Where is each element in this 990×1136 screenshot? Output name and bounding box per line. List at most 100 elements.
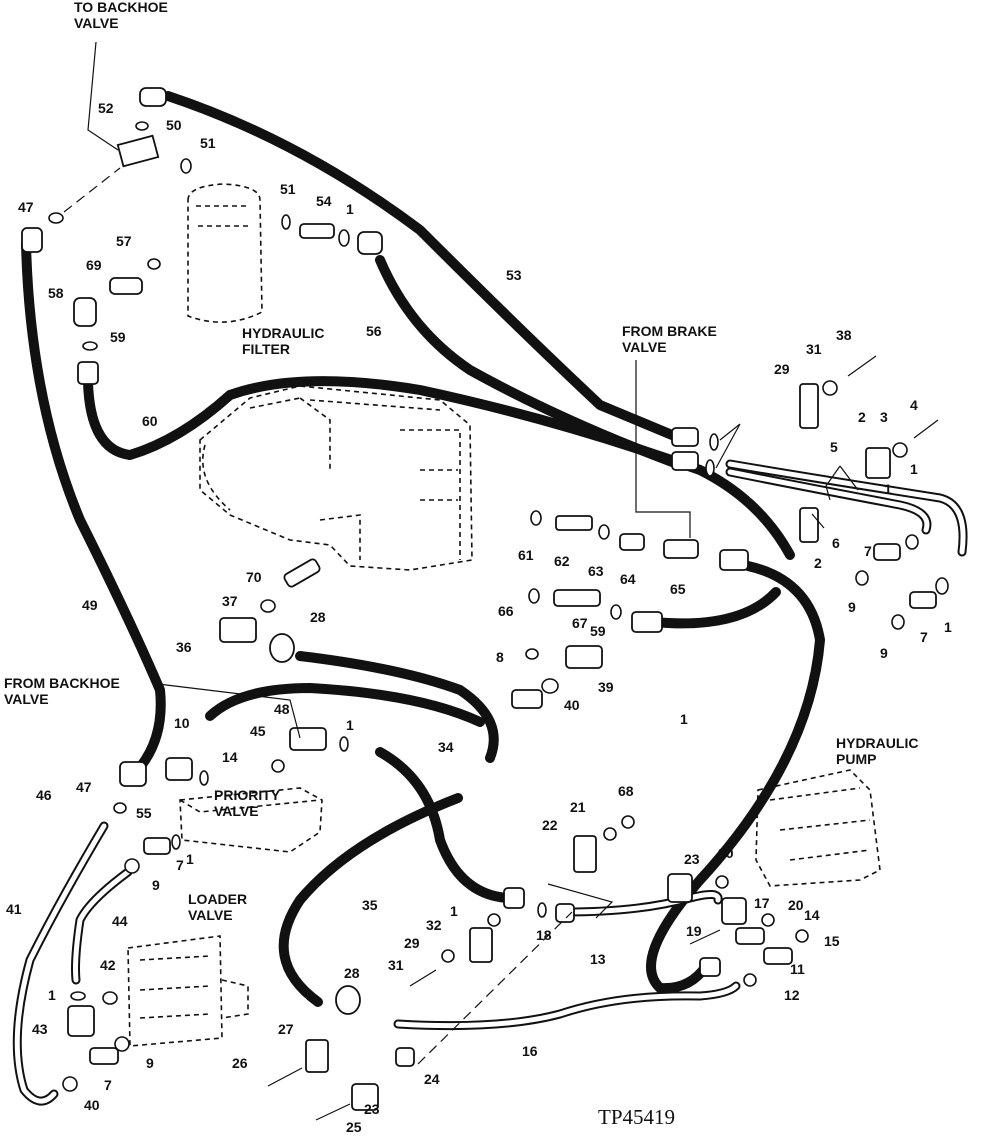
callout-number: 1 xyxy=(346,717,354,733)
callout-number: 8 xyxy=(496,649,504,665)
callout-number: 52 xyxy=(98,100,114,116)
callout-number: 7 xyxy=(104,1077,112,1093)
callout-number: 68 xyxy=(618,783,634,799)
callout-number: 9 xyxy=(152,877,160,893)
callout-number: 34 xyxy=(438,739,454,755)
figure-id: TP45419 xyxy=(598,1105,675,1129)
callout-number: 32 xyxy=(426,917,442,933)
callout-number: 47 xyxy=(18,199,34,215)
callout-number: 48 xyxy=(274,701,290,717)
callout-number: 39 xyxy=(598,679,614,695)
callout-number: 6 xyxy=(832,535,840,551)
callout-number: 46 xyxy=(36,787,52,803)
hydraulic-filter-outline xyxy=(187,183,263,323)
callout-number: 4 xyxy=(910,397,918,413)
callout-number: 1 xyxy=(910,461,918,477)
callout-number: 41 xyxy=(6,901,22,917)
callout-number: 1 xyxy=(450,903,458,919)
callout-number: 29 xyxy=(404,935,420,951)
callout-number: 30 xyxy=(0,0,16,3)
callout-number: 31 xyxy=(806,341,822,357)
callout-number: 7 xyxy=(176,857,184,873)
callout-number: 20 xyxy=(788,897,804,913)
callout-number: 66 xyxy=(498,603,514,619)
callout-number: 61 xyxy=(518,547,534,563)
leader-lines xyxy=(63,41,859,1065)
callout-number: 65 xyxy=(670,581,686,597)
callout-number: 14 xyxy=(804,907,820,923)
callout-number: 13 xyxy=(590,951,606,967)
callout-number: 18 xyxy=(536,927,552,943)
callout-number: 31 xyxy=(388,957,404,973)
callout-number: 38 xyxy=(836,327,852,343)
callout-number: 17 xyxy=(754,895,770,911)
callout-number: 40 xyxy=(564,697,580,713)
callout-number: 53 xyxy=(506,267,522,283)
callout-number: 2 xyxy=(858,409,866,425)
callout-number: 40 xyxy=(84,1097,100,1113)
callout-number: 22 xyxy=(542,817,558,833)
callout-number: 43 xyxy=(32,1021,48,1037)
callout-number: 1 xyxy=(48,987,56,1003)
callout-number: 67 xyxy=(572,615,588,631)
callout-number: 25 xyxy=(346,1119,362,1135)
callout-number: 9 xyxy=(880,645,888,661)
fittings xyxy=(21,87,937,1111)
callout-number: 1 xyxy=(346,201,354,217)
callout-number: 26 xyxy=(232,1055,248,1071)
callout-number: 19 xyxy=(686,923,702,939)
callout-number: 69 xyxy=(86,257,102,273)
engine-block-outline xyxy=(199,385,473,571)
callout-number: 62 xyxy=(554,553,570,569)
priority-valve-outline xyxy=(179,787,323,853)
callout-number: 28 xyxy=(310,609,326,625)
callout-number: 36 xyxy=(176,639,192,655)
callout-number: 9 xyxy=(848,599,856,615)
callout-number: 47 xyxy=(76,779,92,795)
callout-number: 56 xyxy=(366,323,382,339)
callout-number: 70 xyxy=(246,569,262,585)
hoses xyxy=(21,91,825,1007)
o-rings xyxy=(48,121,949,1092)
callout-number: 3 xyxy=(880,409,888,425)
callout-number: 58 xyxy=(48,285,64,301)
callout-number: 14 xyxy=(222,749,238,765)
callout-number: 15 xyxy=(824,933,840,949)
callout-number: 1 xyxy=(186,851,194,867)
callout-number: 12 xyxy=(784,987,800,1003)
hydraulic-pump-outline xyxy=(755,769,881,887)
callout-number: 11 xyxy=(790,961,805,977)
callout-number: 5 xyxy=(830,439,838,455)
callout-number: 57 xyxy=(116,233,132,249)
callout-number: 50 xyxy=(166,117,182,133)
callout-number: 1 xyxy=(944,619,952,635)
callout-number: 28 xyxy=(344,965,360,981)
callout-number: 44 xyxy=(112,913,128,929)
callout-number: 7 xyxy=(920,629,928,645)
loader-valve-outline xyxy=(127,935,249,1047)
callout-number: 55 xyxy=(136,805,152,821)
callout-number: 42 xyxy=(100,957,116,973)
callout-number: 23 xyxy=(364,1101,380,1117)
callout-number: 10 xyxy=(174,715,190,731)
callout-number: 9 xyxy=(146,1055,154,1071)
callout-number: 60 xyxy=(142,413,158,429)
callout-number: 45 xyxy=(250,723,266,739)
callout-number: 7 xyxy=(864,543,872,559)
callout-number: 59 xyxy=(590,623,606,639)
callout-number: 2 xyxy=(814,555,822,571)
callout-number: 21 xyxy=(570,799,586,815)
callout-number: 49 xyxy=(82,597,98,613)
callout-number: 1 xyxy=(884,481,892,497)
callout-number: 23 xyxy=(684,851,700,867)
callout-number: 27 xyxy=(278,1021,294,1037)
